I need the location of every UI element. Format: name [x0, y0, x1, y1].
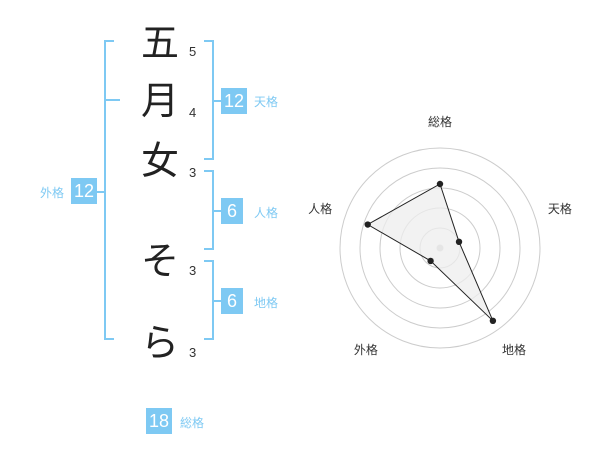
gaikaku-badge: 12 — [71, 178, 98, 204]
radar-point-3 — [489, 317, 497, 325]
tenkaku-connector — [212, 100, 222, 102]
name-char-2: 月 — [140, 79, 179, 123]
radar-point-1 — [436, 180, 444, 188]
stroke-count-1: 5 — [189, 44, 197, 59]
soukaku-label: 総格 — [180, 416, 205, 430]
name-char-4: そ — [140, 239, 179, 283]
tenkaku-badge: 12 — [221, 88, 248, 114]
gaikaku-bracket-mid-tick — [104, 99, 120, 101]
radar-ring-4 — [359, 167, 521, 329]
stroke-count-3: 3 — [189, 165, 197, 180]
radar-series-area — [366, 183, 494, 322]
chikaku-connector — [212, 300, 222, 302]
gaikaku-label: 外格 — [40, 186, 65, 200]
stroke-count-5: 3 — [189, 345, 197, 360]
jinkaku-connector — [212, 210, 222, 212]
radar-point-2 — [455, 238, 463, 246]
radar-axis-label-5: 人格 — [308, 201, 332, 216]
name-char-1: 五 — [140, 21, 179, 65]
tenkaku-label: 天格 — [254, 95, 279, 109]
radar-axis-label-1: 総格 — [428, 114, 452, 129]
jinkaku-badge: 6 — [221, 198, 243, 224]
radar-point-4 — [427, 257, 434, 265]
chikaku-label: 地格 — [254, 296, 279, 310]
chikaku-badge: 6 — [221, 288, 243, 314]
jinkaku-label: 人格 — [254, 206, 279, 220]
name-char-3: 女 — [140, 139, 179, 183]
stroke-count-4: 3 — [189, 263, 197, 278]
gaikaku-bracket-connector — [97, 191, 106, 193]
gaikaku-bracket — [104, 40, 114, 340]
radar-axis-label-4: 外格 — [354, 342, 378, 357]
radar-ring-5 — [339, 147, 541, 349]
name-char-5: ら — [140, 321, 179, 365]
radar-axis-label-2: 天格 — [548, 201, 572, 216]
radar-point-5 — [364, 221, 371, 228]
soukaku-badge: 18 — [146, 408, 173, 434]
radar-axis-label-3: 地格 — [502, 342, 526, 357]
stroke-count-2: 4 — [189, 105, 197, 120]
